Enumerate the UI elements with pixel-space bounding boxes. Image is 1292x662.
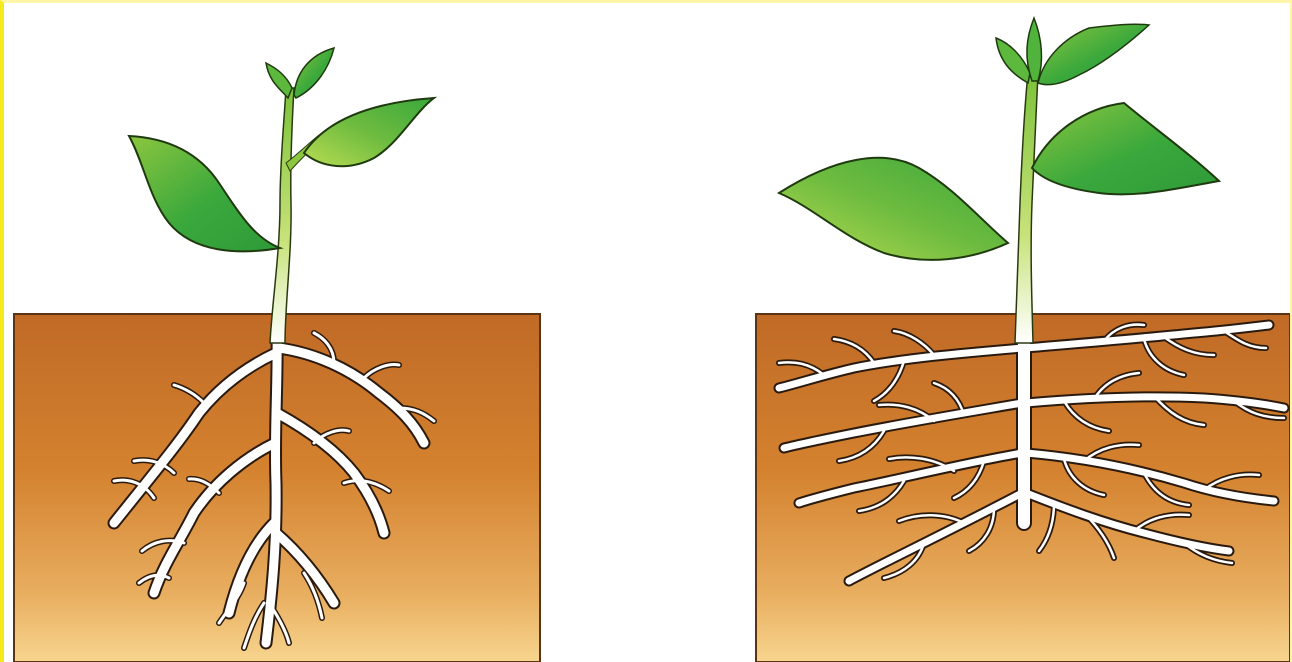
diagram-canvas <box>4 3 1290 662</box>
left-leaf-lower-left <box>129 136 280 251</box>
left-leaf-right <box>304 98 434 166</box>
right-bud-leaf-right <box>1038 24 1149 84</box>
left-bud-leaf-left <box>266 63 292 98</box>
right-bud-leaf-center <box>1027 18 1042 81</box>
right-leaf-large-right <box>1032 103 1219 194</box>
right-plant-panel <box>756 18 1290 662</box>
left-plant-panel <box>14 48 540 662</box>
left-stem <box>270 88 294 343</box>
right-stem <box>1015 73 1038 343</box>
right-bud-leaf-left <box>996 38 1030 83</box>
left-bud-leaf-right <box>294 48 334 98</box>
right-leaf-large-left <box>779 158 1008 260</box>
